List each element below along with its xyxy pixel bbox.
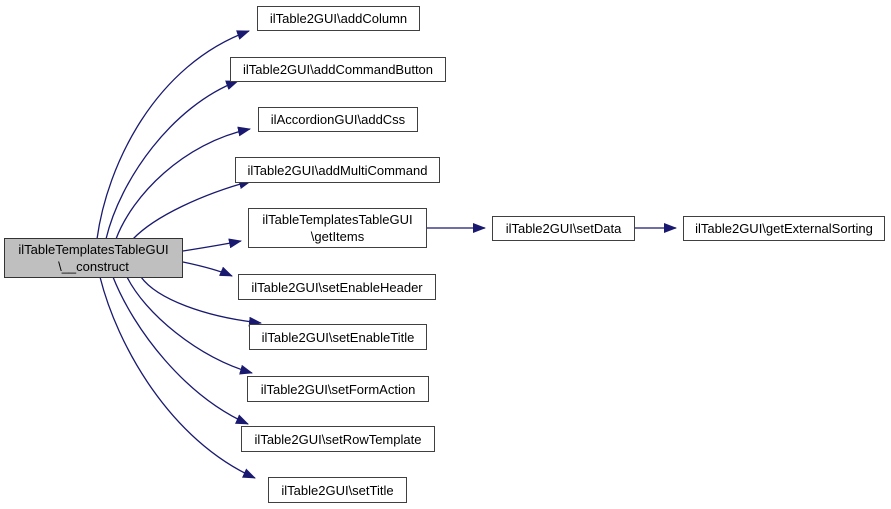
node-iltabletemplatestablegui-getitems[interactable]: ilTableTemplatesTableGUI \getItems (248, 208, 427, 248)
node-iltable2gui-settitle[interactable]: ilTable2GUI\setTitle (268, 477, 407, 503)
node-label: ilTable2GUI\setRowTemplate (254, 431, 422, 447)
node-ilaccordiongui-addcss[interactable]: ilAccordionGUI\addCss (258, 107, 418, 132)
node-label: ilTable2GUI\addCommandButton (242, 62, 434, 77)
edge-construct-to-addcommandbutton (105, 80, 239, 240)
edge-construct-to-setrowtemplate (112, 276, 249, 425)
node-iltabletemplatestablegui-construct: ilTableTemplatesTableGUI \__construct (4, 238, 183, 278)
node-label: ilTable2GUI\addColumn (269, 11, 408, 26)
node-label: ilTable2GUI\setFormAction (260, 381, 416, 397)
node-label-line1: ilTableTemplatesTableGUI (262, 212, 413, 227)
edge-construct-to-setenableheader (182, 261, 233, 277)
node-iltable2gui-setformaction[interactable]: ilTable2GUI\setFormAction (247, 376, 429, 402)
node-label: ilTable2GUI\setEnableHeader (251, 279, 423, 295)
edge-construct-to-getitems (182, 238, 242, 252)
node-iltable2gui-setdata[interactable]: ilTable2GUI\setData (492, 216, 635, 241)
node-iltable2gui-addcolumn[interactable]: ilTable2GUI\addColumn (257, 6, 420, 31)
node-label: ilTable2GUI\getExternalSorting (695, 221, 873, 236)
node-label-line2: \__construct (58, 259, 129, 274)
node-iltable2gui-setrowtemplate[interactable]: ilTable2GUI\setRowTemplate (241, 426, 435, 452)
node-label-line2: \getItems (310, 229, 365, 244)
node-label: ilAccordionGUI\addCss (270, 112, 406, 127)
edge-construct-to-addmulticommand (132, 179, 252, 240)
node-iltable2gui-setenableheader[interactable]: ilTable2GUI\setEnableHeader (238, 274, 436, 300)
node-iltable2gui-getexternalsorting[interactable]: ilTable2GUI\getExternalSorting (683, 216, 885, 241)
edge-construct-to-settitle (99, 276, 256, 479)
edge-construct-to-setformaction (126, 276, 253, 375)
edge-construct-to-addcolumn (96, 30, 250, 240)
node-label: ilTable2GUI\setData (505, 221, 622, 236)
node-iltable2gui-setenabletitle[interactable]: ilTable2GUI\setEnableTitle (249, 324, 427, 350)
node-label-line1: ilTableTemplatesTableGUI (18, 242, 169, 257)
node-iltable2gui-addmulticommand[interactable]: ilTable2GUI\addMultiCommand (235, 157, 440, 183)
node-label: ilTable2GUI\setEnableTitle (261, 329, 415, 345)
node-iltable2gui-addcommandbutton[interactable]: ilTable2GUI\addCommandButton (230, 57, 446, 82)
node-label: ilTable2GUI\setTitle (281, 482, 394, 498)
node-label: ilTable2GUI\addMultiCommand (247, 162, 428, 178)
edge-construct-to-addcss (115, 126, 251, 240)
